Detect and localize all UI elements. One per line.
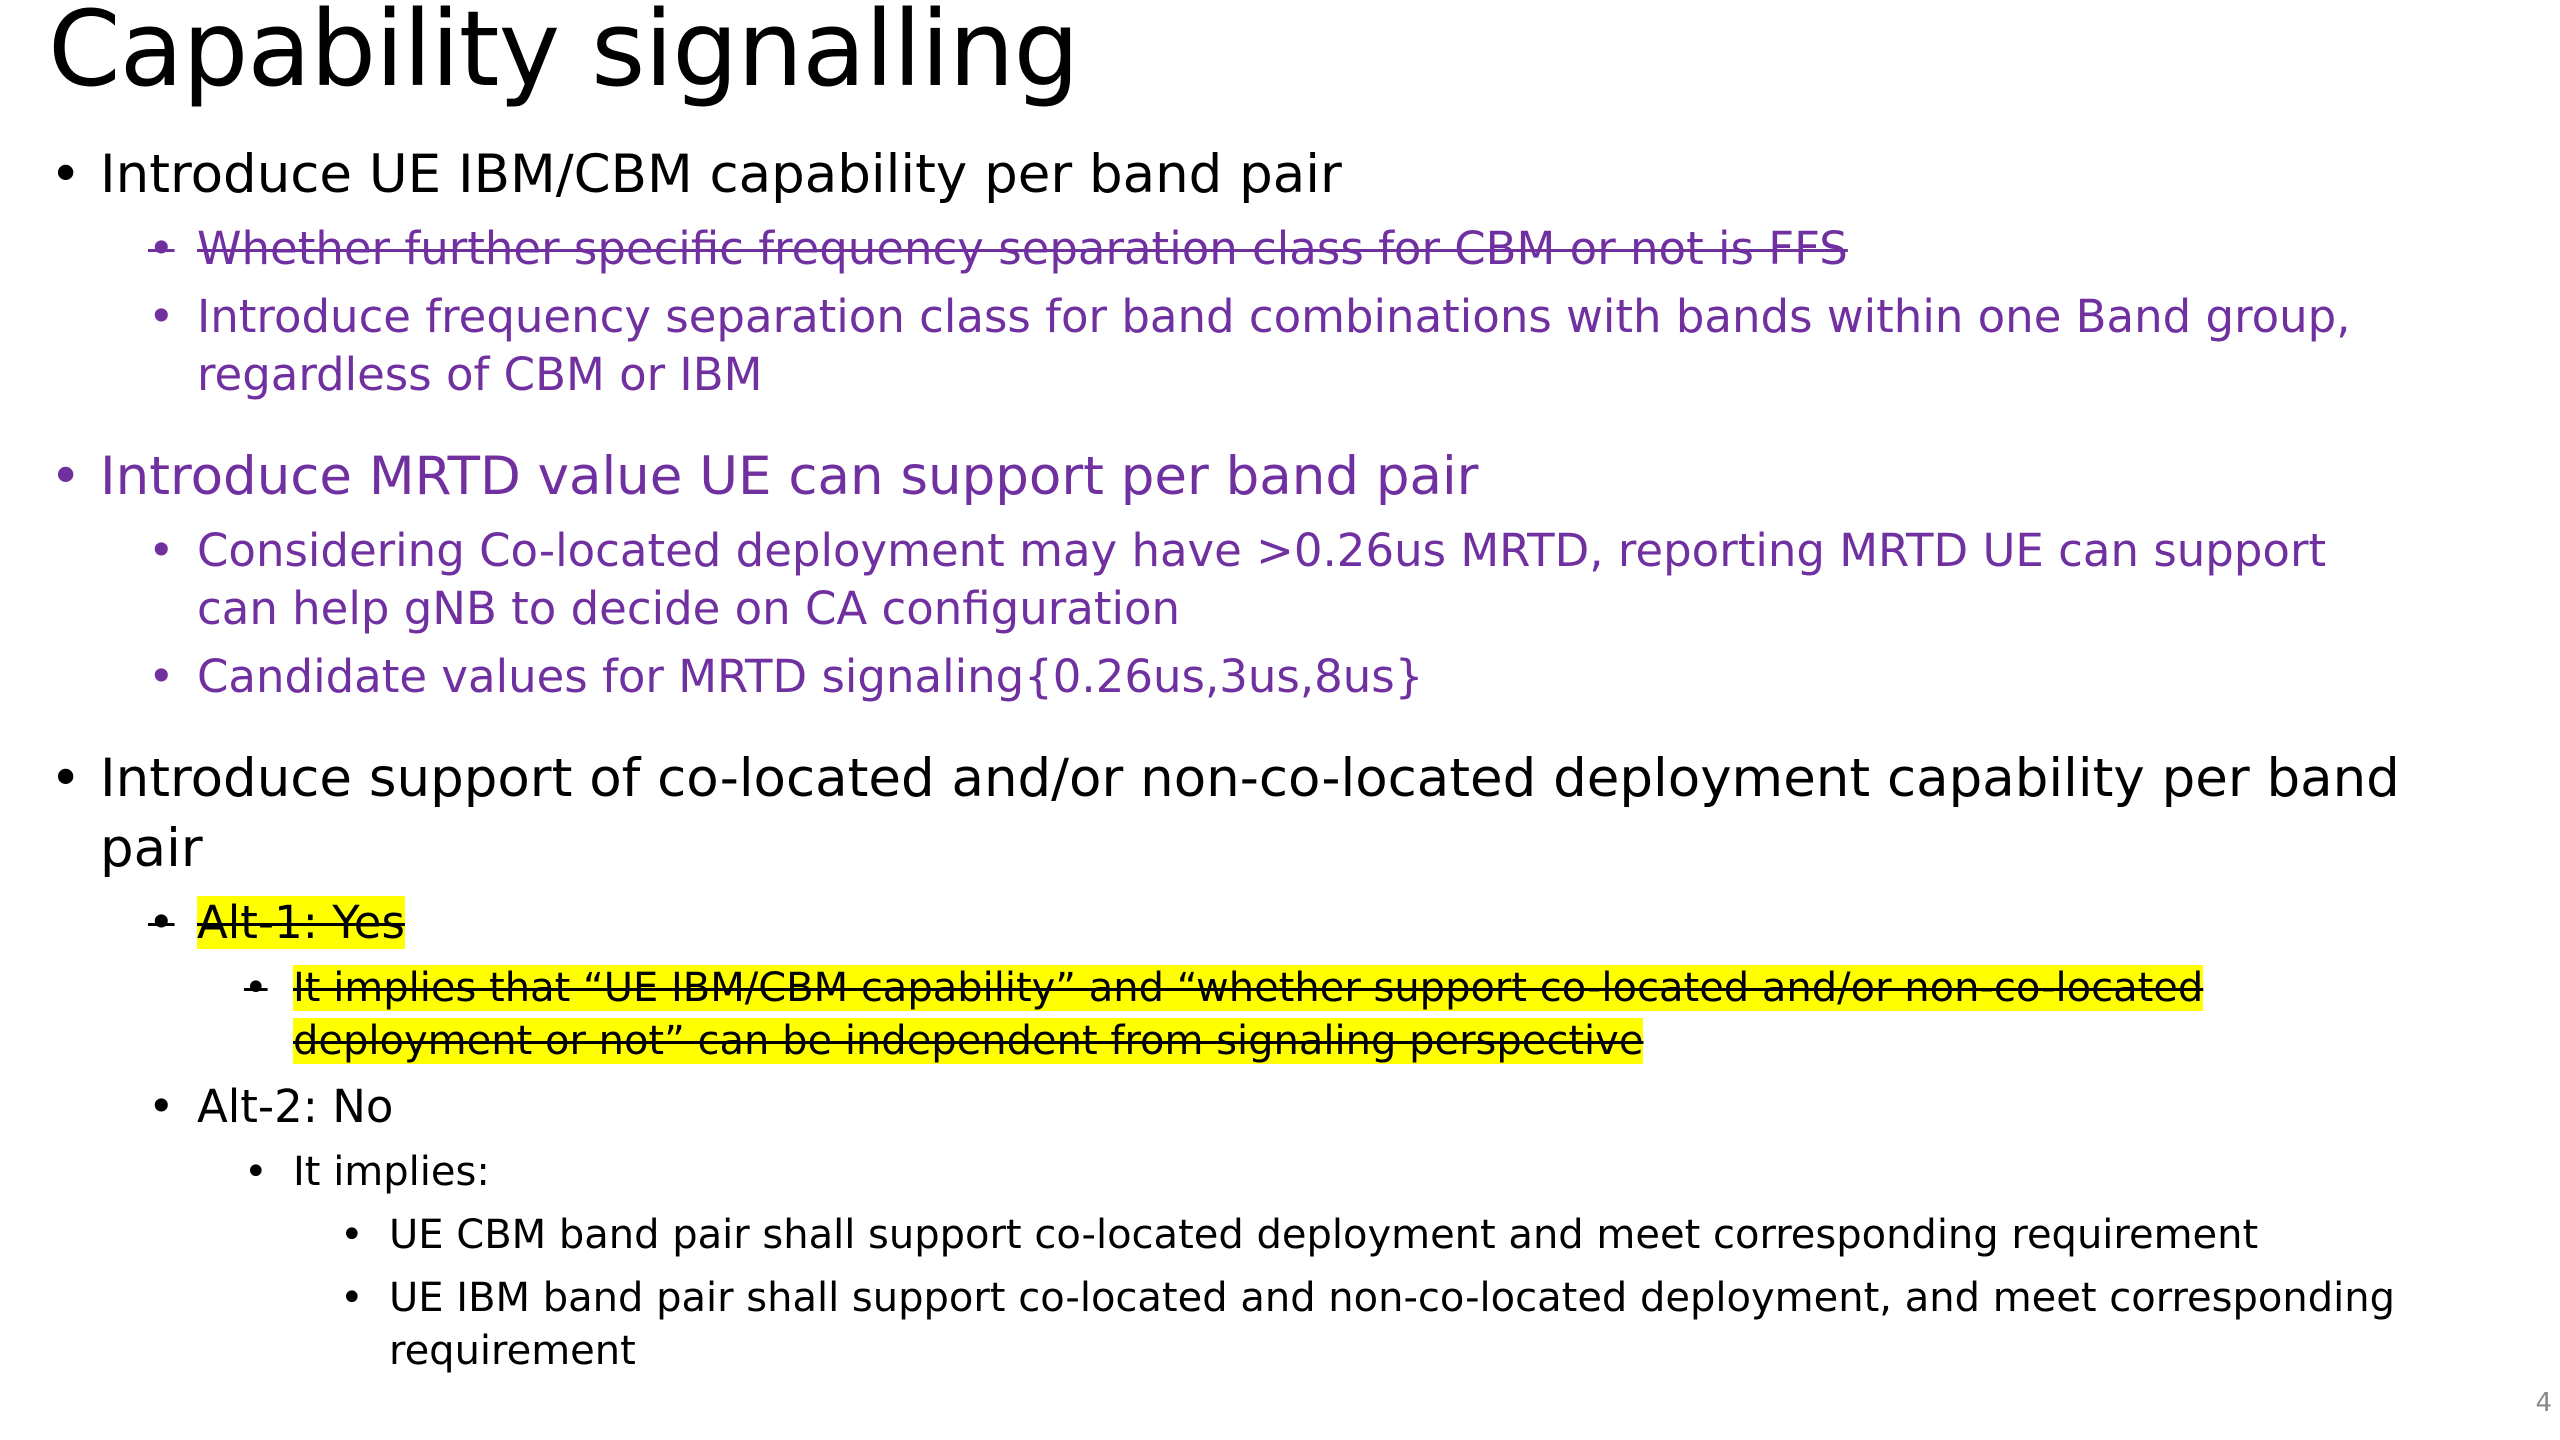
bullet-ibm-requirement: • UE IBM band pair shall support co-loca… [0,1272,2400,1378]
bullet-alt-1-implication: • It implies that “UE IBM/CBM capability… [0,962,2400,1068]
bullet-dot-icon: • [244,965,268,1011]
bullet-cbm-requirement: • UE CBM band pair shall support co-loca… [0,1209,2400,1262]
bullet-text: Introduce MRTD value UE can support per … [100,446,1479,507]
bullet-colocated-capability: • Introduce support of co-located and/or… [0,744,2400,884]
bullet-text: Alt-2: No [197,1080,394,1133]
bullet-dot-icon: • [50,748,82,809]
bullet-dot-icon: • [244,1149,268,1195]
bullet-dot-icon: • [340,1275,364,1321]
bullet-dot-icon: • [148,1080,175,1133]
bullet-alt-2-implies: • It implies: [0,1146,2400,1199]
bullet-dot-icon: • [50,144,82,205]
bullet-dot-icon: • [50,446,82,507]
bullet-alt-1: • Alt-1: Yes [0,894,2400,952]
bullet-dot-icon: • [148,222,175,275]
bullet-text: Alt-1: Yes [197,896,405,949]
bullet-text: Candidate values for MRTD signaling{0.26… [197,650,1424,703]
bullet-frequency-separation-class: • Introduce frequency separation class f… [0,288,2400,404]
bullet-colocated-mrtd: • Considering Co-located deployment may … [0,522,2400,638]
bullet-dot-icon: • [148,290,175,343]
bullet-mrtd-value: • Introduce MRTD value UE can support pe… [0,442,2400,512]
bullet-ibm-cbm-capability: • Introduce UE IBM/CBM capability per ba… [0,140,2400,210]
bullet-text: UE CBM band pair shall support co-locate… [389,1212,2259,1258]
bullet-mrtd-candidates: • Candidate values for MRTD signaling{0.… [0,648,2400,706]
slide-title: Capability signalling [48,0,1080,110]
page-number: 4 [2535,1388,2552,1418]
bullet-text: Considering Co-located deployment may ha… [197,524,2327,635]
bullet-text: Introduce frequency separation class for… [197,290,2351,401]
bullet-dot-icon: • [148,524,175,577]
bullet-text: Introduce support of co-located and/or n… [100,748,2400,879]
bullet-text: It implies: [293,1149,490,1195]
slide-content: • Introduce UE IBM/CBM capability per ba… [0,140,2400,1378]
bullet-dot-icon: • [148,896,175,949]
bullet-text: UE IBM band pair shall support co-locate… [389,1275,2395,1374]
bullet-frequency-separation-ffs: • Whether further specific frequency sep… [0,220,2400,278]
bullet-dot-icon: • [340,1212,364,1258]
bullet-text: It implies that “UE IBM/CBM capability” … [293,965,2204,1064]
bullet-text: Whether further specific frequency separ… [197,222,1848,275]
bullet-dot-icon: • [148,650,175,703]
bullet-alt-2: • Alt-2: No [0,1078,2400,1136]
bullet-text: Introduce UE IBM/CBM capability per band… [100,144,1342,205]
